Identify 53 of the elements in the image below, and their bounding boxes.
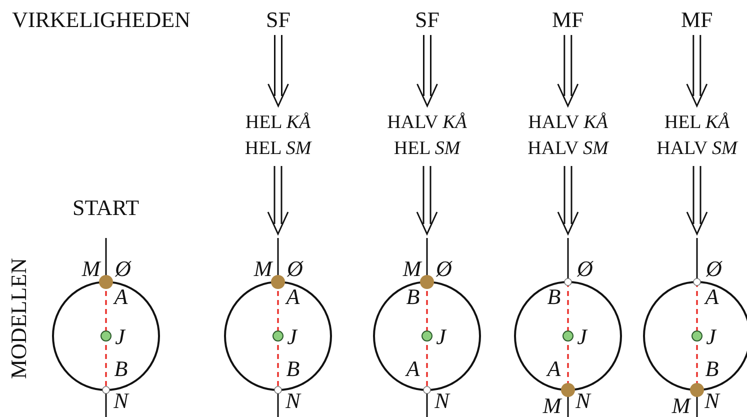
point-label: B — [547, 286, 561, 308]
condition-label: HEL SM — [392, 137, 462, 161]
column-heading: MF — [552, 9, 584, 31]
point-label: A — [705, 286, 719, 308]
point-label: A — [547, 358, 561, 380]
double-arrow — [416, 165, 438, 236]
point-label: Ø — [706, 258, 722, 280]
point-label: M — [672, 395, 690, 417]
point-label: A — [286, 286, 300, 308]
point-label: B — [406, 286, 420, 308]
column-heading: MF — [681, 9, 713, 31]
column-heading: SF — [415, 9, 440, 31]
point-label: B — [114, 358, 128, 380]
point-label: J — [577, 326, 587, 348]
point-label: M — [254, 258, 272, 280]
point-label: M — [542, 395, 562, 417]
point-label: M — [82, 258, 100, 280]
point-label: N — [704, 390, 720, 412]
condition-label: HEL KÅ — [244, 111, 312, 135]
point-label: B — [705, 358, 719, 380]
double-arrow — [686, 34, 708, 108]
point-label: J — [287, 326, 297, 348]
row-heading: VIRKELIGHEDEN — [12, 9, 190, 31]
point-label: J — [706, 326, 716, 348]
column-heading: SF — [266, 9, 290, 31]
row-heading: MODELLEN — [8, 258, 30, 379]
point-label: Ø — [577, 258, 593, 280]
column-heading: START — [72, 197, 140, 219]
condition-label: HEL SM — [244, 137, 313, 161]
point-label: N — [286, 390, 300, 412]
point-label: B — [286, 358, 300, 380]
point-label: N — [434, 390, 450, 412]
point-label: N — [576, 390, 590, 412]
condition-label: HALV SM — [526, 137, 610, 161]
point-label: N — [114, 390, 128, 412]
double-arrow — [557, 165, 579, 236]
condition-label: HEL KÅ — [663, 111, 731, 135]
point-label: A — [114, 286, 128, 308]
point-label: M — [402, 258, 422, 280]
point-label: J — [115, 326, 125, 348]
condition-label: HALV SM — [656, 137, 740, 161]
point-label: Ø — [436, 258, 452, 280]
double-arrow — [268, 34, 289, 108]
double-arrow — [557, 34, 579, 108]
double-arrow — [267, 165, 289, 236]
point-label: Ø — [287, 258, 303, 280]
condition-label: HALV KÅ — [386, 111, 468, 135]
point-label: Ø — [115, 258, 131, 280]
point-label: J — [436, 326, 446, 348]
point-label: A — [406, 358, 420, 380]
double-arrow — [416, 34, 438, 108]
double-arrow — [686, 165, 708, 236]
condition-label: HALV KÅ — [527, 111, 609, 135]
